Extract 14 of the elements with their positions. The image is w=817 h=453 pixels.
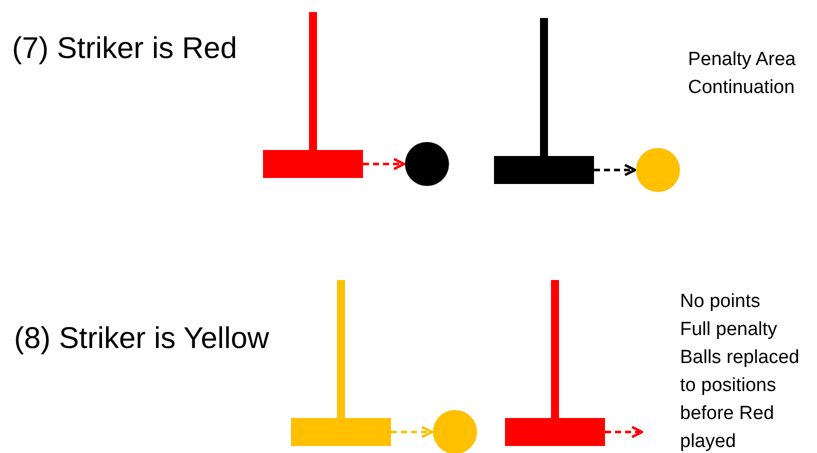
text-label: Penalty Area Continuation [688, 48, 797, 100]
mallet-drawing [263, 12, 363, 178]
arrow [391, 426, 434, 438]
arrow [594, 164, 636, 176]
mallet-drawing [291, 280, 391, 446]
arrow [605, 426, 644, 438]
arrow [363, 158, 406, 170]
text-label: (8) Striker is Yellow [14, 321, 270, 357]
text-label: (7) Striker is Red [12, 31, 238, 67]
text-label: Full penalty [680, 318, 778, 342]
text-label: Balls replaced to positions before Red played [680, 346, 800, 453]
mallet-drawing [494, 18, 594, 184]
mallet-drawing [505, 280, 605, 446]
text-label: No points [680, 290, 760, 314]
